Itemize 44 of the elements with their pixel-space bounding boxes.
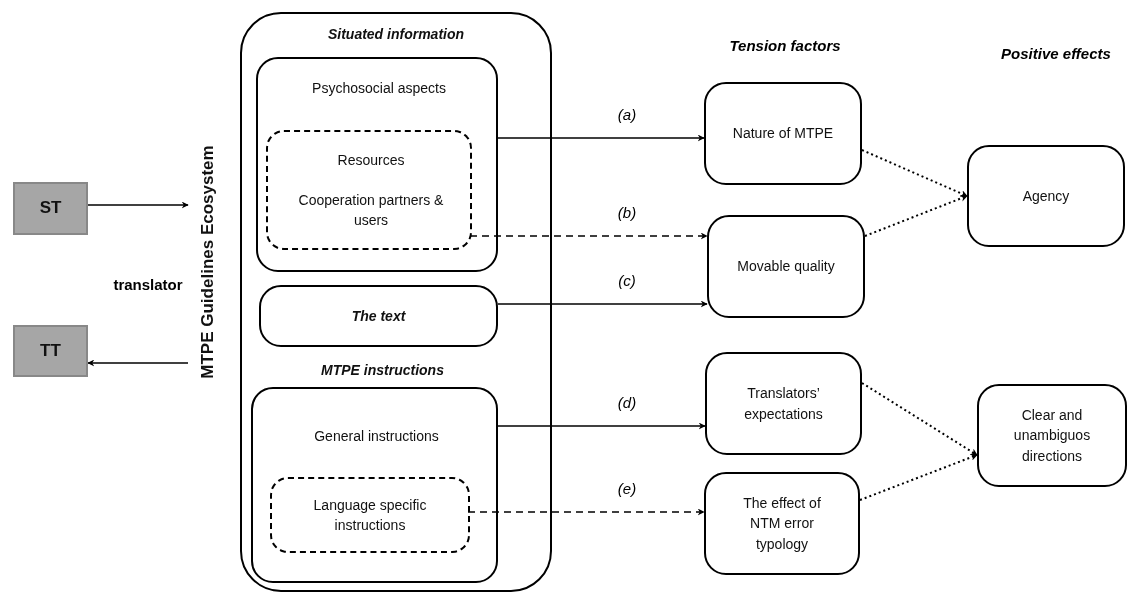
rounded-box — [256, 57, 498, 272]
arrow — [864, 195, 968, 237]
node-text: Nature of MTPE — [732, 124, 834, 144]
rounded-box — [704, 472, 860, 575]
arrow — [861, 149, 968, 197]
node-text: ST — [39, 197, 62, 220]
dashed-box — [270, 477, 470, 553]
arrow — [859, 454, 978, 501]
arrow — [87, 201, 189, 209]
rounded-box — [704, 82, 862, 185]
rounded-box — [977, 384, 1127, 487]
node-text: Translators’ expectations — [743, 384, 824, 424]
node-text: General instructions — [313, 427, 440, 446]
heading-label: Tension factors — [729, 36, 841, 54]
arrow — [497, 300, 708, 308]
arrow — [469, 232, 708, 240]
source-box — [13, 325, 88, 377]
rounded-box — [251, 387, 498, 583]
node-text: Situated information — [326, 25, 466, 44]
rounded-box — [967, 145, 1125, 247]
rounded-box — [259, 285, 498, 347]
vertical-title: MTPE Guidelines Ecosystem — [196, 145, 218, 379]
node-text: Cooperation partners & users — [297, 191, 445, 231]
arrow — [87, 359, 189, 367]
source-box — [13, 182, 88, 235]
node-text: Movable quality — [737, 257, 835, 277]
arrow — [497, 422, 706, 430]
arrow — [861, 382, 978, 456]
arrow — [467, 508, 705, 516]
heading-label: translator — [113, 275, 183, 293]
node-text: MTPE instructions — [320, 361, 445, 380]
node-text: TT — [40, 339, 61, 362]
node-text: The text — [351, 306, 406, 326]
rounded-box — [707, 215, 865, 318]
node-text: Psychosocial aspects — [311, 79, 447, 98]
node-text: Agency — [1022, 186, 1070, 206]
arrow — [497, 134, 705, 142]
node-text: The effect of NTM error typology — [742, 494, 822, 554]
node-text: Resources — [336, 151, 406, 170]
node-text: Clear and unambiguos directions — [1012, 406, 1092, 466]
dashed-box — [266, 130, 472, 250]
rounded-box — [705, 352, 862, 455]
heading-label: Positive effects — [1001, 44, 1111, 62]
node-text: Language specific instructions — [312, 495, 428, 535]
